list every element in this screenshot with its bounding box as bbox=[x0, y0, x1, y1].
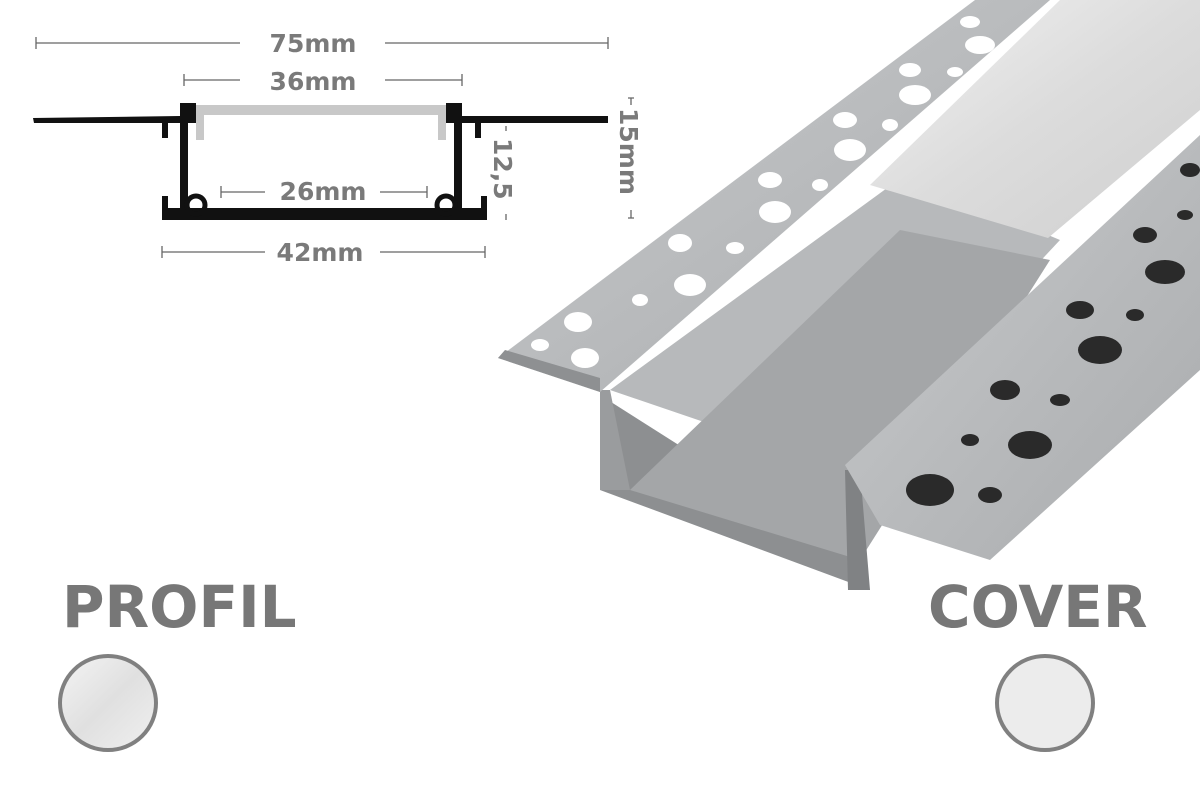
dimension-label-base-width: 42mm bbox=[277, 238, 364, 267]
profile-color-swatch bbox=[58, 654, 158, 752]
dimension-label-cover-width: 36mm bbox=[270, 67, 357, 96]
dimension-36mm: 36mm bbox=[183, 67, 463, 96]
cover-label: COVER bbox=[928, 573, 1147, 641]
profile-3d-render bbox=[498, 0, 1200, 590]
left-flange-holes bbox=[531, 16, 995, 368]
dimension-15mm: 15mm bbox=[614, 97, 643, 219]
dimension-label-total-height: 15mm bbox=[614, 108, 643, 195]
cover-3d bbox=[870, 0, 1200, 238]
dimension-label-inner-width: 26mm bbox=[280, 177, 367, 206]
cover-section bbox=[196, 105, 446, 115]
dimension-42mm: 42mm bbox=[161, 238, 486, 267]
right-flange-holes bbox=[906, 163, 1200, 506]
profile-label: PROFIL bbox=[62, 573, 297, 641]
dimension-label-inner-height: 12,5 bbox=[488, 138, 517, 200]
profile-cross-section bbox=[33, 103, 608, 220]
right-flange bbox=[845, 135, 1200, 560]
dimension-12-5: 12,5 bbox=[488, 126, 517, 220]
dimension-label-total-width: 75mm bbox=[270, 29, 357, 58]
dimension-75mm: 75mm bbox=[35, 29, 609, 58]
cover-color-swatch bbox=[995, 654, 1095, 752]
dimension-26mm: 26mm bbox=[220, 177, 428, 206]
